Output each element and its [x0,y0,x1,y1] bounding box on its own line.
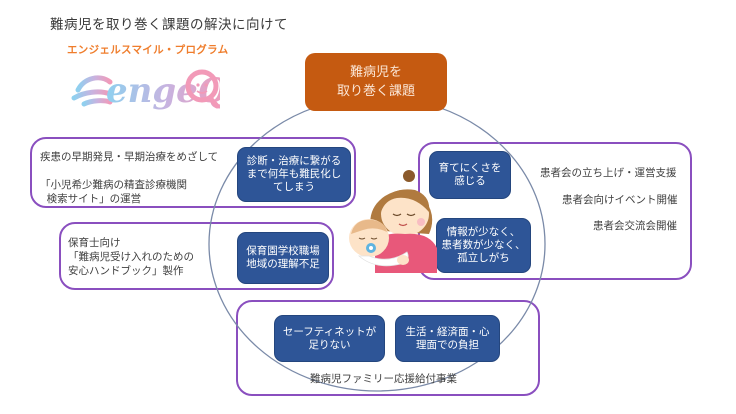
activity-handbook: 保育士向け 「難病児受け入れのための 安心ハンドブック」製作 [68,237,194,277]
issue-diagnosis-delay: 診断・治療に繋がる まで何年も難民化し てしまう [237,147,351,202]
activity-early-detection: 疾患の早期発見・早期治療をめざして 「小児希少難病の精査診療機関 検索サイト」の… [40,151,219,205]
page-title: 難病児を取り巻く課題の解決に向けて [50,17,288,33]
central-theme-box: 難病児を 取り巻く課題 [305,53,447,111]
wing-icon [71,75,113,107]
mother-icon [370,170,437,273]
activity-association-1: 患者会の立ち上げ・運営支援 [540,167,677,179]
activity-association-2: 患者会向けイベント開催 [562,194,678,206]
mother-baby-illustration [349,170,437,273]
activity-family-benefit: 難病児ファミリー応援給付事業 [310,373,457,385]
issue-safety-net: セーフティネットが 足りない [274,315,385,362]
baby-icon [349,219,409,267]
program-name: エンジェルスマイル・プログラム [67,44,229,56]
issue-lack-of-understanding: 保育園学校職場 地域の理解不足 [237,232,329,284]
logo-text: engeQ [106,71,220,111]
issue-hard-to-raise: 育てにくさを 感じる [429,151,511,199]
engeq-logo: engeQ [71,69,220,111]
issue-isolation: 情報が少なく、 患者数が少なく、 孤立しがち [436,218,531,273]
activity-association-3: 患者会交流会開催 [593,220,677,232]
issue-financial-burden: 生活・経済面・心 理面での負担 [395,315,500,362]
